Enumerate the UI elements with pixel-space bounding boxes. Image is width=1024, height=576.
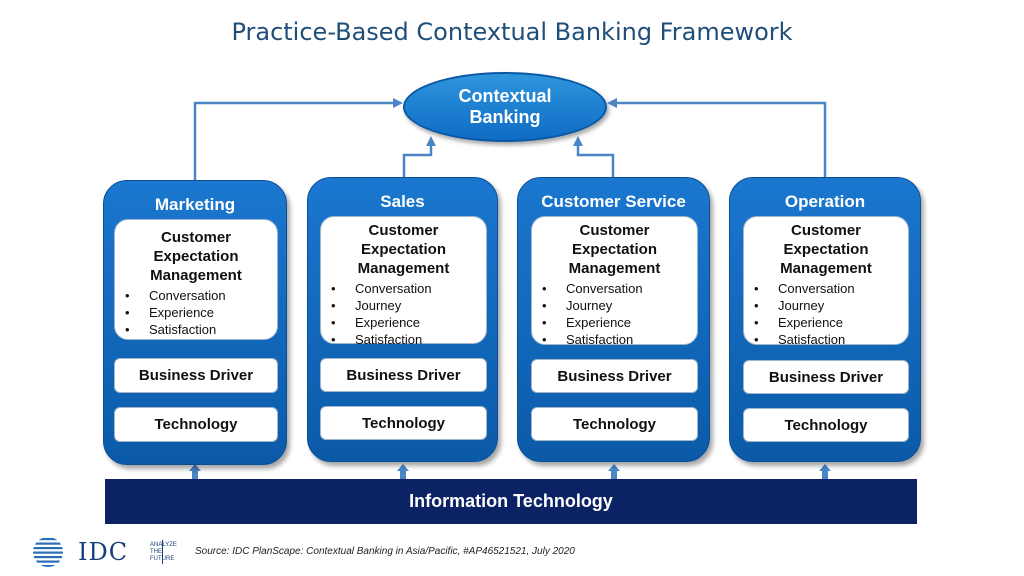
technology-box: Technology	[114, 407, 278, 442]
list-item: Conversation	[542, 280, 697, 297]
business-driver-box: Business Driver	[531, 359, 698, 393]
column-marketing: Marketing Customer Expectation Managemen…	[103, 180, 287, 465]
technology-box: Technology	[531, 407, 698, 441]
cem-list: Conversation Journey Experience Satisfac…	[532, 280, 697, 348]
list-item: Journey	[754, 297, 908, 314]
arrowhead-operation	[607, 98, 617, 108]
list-item: Journey	[331, 297, 486, 314]
cem-list: Conversation Experience Satisfaction	[115, 287, 277, 338]
information-technology-label: Information Technology	[409, 491, 613, 511]
source-citation: Source: IDC PlanScape: Contextual Bankin…	[195, 546, 575, 557]
up-arrows-foundation	[189, 464, 831, 479]
contextual-banking-node: Contextual Banking	[403, 72, 607, 142]
arrowhead-sales	[426, 136, 436, 146]
information-technology-bar: Information Technology	[105, 479, 917, 524]
column-title: Customer Service	[541, 192, 686, 211]
customer-expectation-box: Customer Expectation Management Conversa…	[320, 216, 487, 347]
column-sales: Sales Customer Expectation Management Co…	[307, 177, 498, 462]
list-item: Experience	[125, 304, 277, 321]
technology-box: Technology	[743, 408, 909, 442]
column-operation: Operation Customer Expectation Managemen…	[729, 177, 921, 462]
connector-sales	[402, 140, 433, 180]
arrowhead-customer-service	[573, 136, 583, 146]
column-customer-service: Customer Service Customer Expectation Ma…	[517, 177, 710, 462]
page-title: Practice-Based Contextual Banking Framew…	[231, 18, 793, 46]
list-item: Conversation	[125, 287, 277, 304]
customer-expectation-box: Customer Expectation Management Conversa…	[114, 219, 278, 340]
cem-title: Customer Expectation Management	[150, 229, 242, 284]
connector-operation	[611, 101, 827, 180]
idc-tagline: ANALYZE THE FUTURE	[150, 542, 177, 562]
list-item: Journey	[542, 297, 697, 314]
list-item: Satisfaction	[754, 331, 908, 348]
list-item: Satisfaction	[125, 321, 277, 338]
idc-globe-icon	[33, 538, 163, 567]
list-item: Satisfaction	[331, 331, 486, 348]
business-driver-box: Business Driver	[114, 358, 278, 393]
contextual-banking-label: Contextual Banking	[458, 86, 552, 127]
list-item: Satisfaction	[542, 331, 697, 348]
list-item: Experience	[542, 314, 697, 331]
list-item: Experience	[754, 314, 908, 331]
idc-logo-text: IDC	[78, 538, 129, 566]
technology-box: Technology	[320, 406, 487, 440]
cem-list: Conversation Journey Experience Satisfac…	[321, 280, 486, 348]
arrowhead-marketing	[393, 98, 403, 108]
list-item: Conversation	[331, 280, 486, 297]
list-item: Experience	[331, 314, 486, 331]
cem-title: Customer Expectation Management	[568, 222, 661, 277]
column-title: Sales	[380, 192, 425, 211]
business-driver-box: Business Driver	[320, 358, 487, 392]
cem-title: Customer Expectation Management	[357, 222, 450, 277]
customer-expectation-box: Customer Expectation Management Conversa…	[531, 216, 698, 348]
cem-title: Customer Expectation Management	[780, 222, 872, 277]
connector-marketing	[193, 101, 399, 182]
customer-expectation-box: Customer Expectation Management Conversa…	[743, 216, 909, 348]
cem-list: Conversation Journey Experience Satisfac…	[744, 280, 908, 348]
list-item: Conversation	[754, 280, 908, 297]
business-driver-box: Business Driver	[743, 360, 909, 394]
connector-customer-service	[576, 140, 615, 180]
column-title: Operation	[784, 192, 866, 211]
column-title: Marketing	[154, 195, 236, 214]
